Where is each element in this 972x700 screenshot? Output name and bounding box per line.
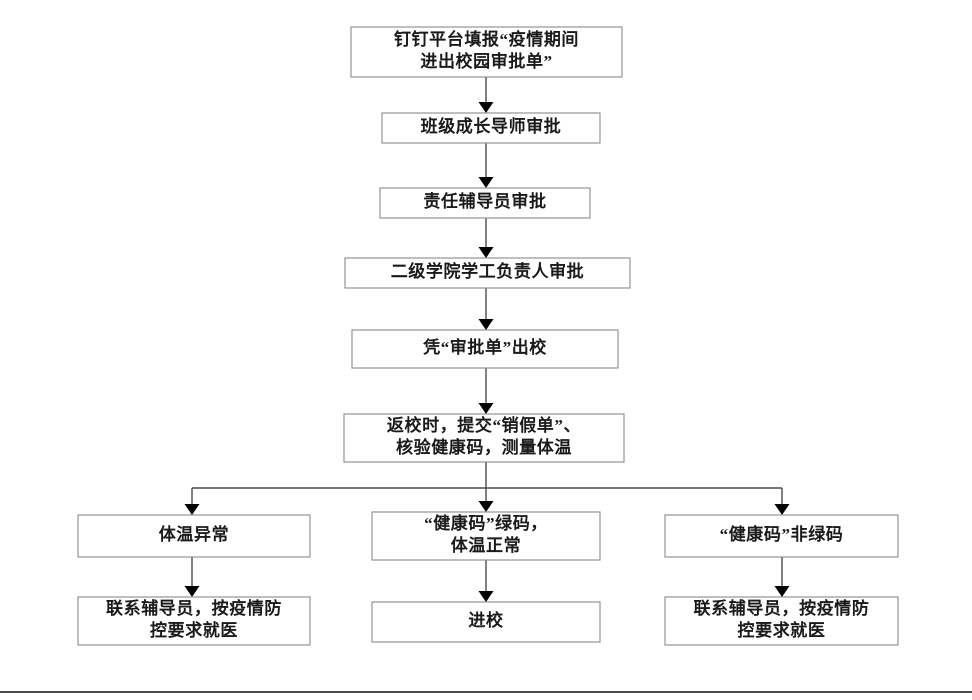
non-green-health-code-label-line-0: “健康码”非绿码 xyxy=(720,524,844,544)
contact-counselor-seek-medical-left-label: 联系辅导员，按疫情防控要求就医 xyxy=(106,598,282,640)
apply-on-dingtalk-box xyxy=(350,26,623,78)
green-health-code-normal-temperature-label: “健康码”绿码，体温正常 xyxy=(424,513,548,555)
apply-on-dingtalk: 钉钉平台填报“疫情期间进出校园审批单” xyxy=(350,26,623,78)
return-to-campus-check-label-line-0: 返校时，提交“销假单”、 xyxy=(387,415,581,435)
secondary-college-student-affairs-approval-label: 二级学院学工负责人审批 xyxy=(391,261,585,281)
return-to-campus-check-label-line-1: 核验健康码，测量体温 xyxy=(396,437,572,457)
leave-campus-with-approval-form: 凭“审批单”出校 xyxy=(351,329,619,369)
nodes-layer: 钉钉平台填报“疫情期间进出校园审批单” 班级成长导师审批责任辅导员审批二级学院学工… xyxy=(77,26,899,646)
connector-college-to-leave-arrowhead-icon xyxy=(478,319,494,330)
apply-on-dingtalk-label-line-1: 进出校园审批单” xyxy=(420,51,552,71)
connector-mentor-to-counselor-arrowhead-icon xyxy=(478,177,494,188)
responsible-counselor-approval-label: 责任辅导员审批 xyxy=(423,191,546,211)
enter-campus-label-line-0: 进校 xyxy=(468,610,504,630)
contact-counselor-seek-medical-left: 联系辅导员，按疫情防控要求就医 xyxy=(77,596,311,646)
contact-counselor-seek-medical-right: 联系辅导员，按疫情防控要求就医 xyxy=(664,596,899,646)
non-green-health-code-label: “健康码”非绿码 xyxy=(720,524,844,544)
enter-campus-label: 进校 xyxy=(468,610,504,630)
class-growth-mentor-approval-label-line-0: 班级成长导师审批 xyxy=(421,116,562,136)
connector-non-green-to-action-arrowhead-icon xyxy=(774,586,790,597)
contact-counselor-seek-medical-left-label-line-1: 控要求就医 xyxy=(150,620,238,640)
connector-green-to-enter-arrowhead-icon xyxy=(478,591,494,602)
abnormal-temperature-box xyxy=(77,514,311,558)
contact-counselor-seek-medical-left-box xyxy=(77,596,311,646)
apply-on-dingtalk-label: 钉钉平台填报“疫情期间进出校园审批单” xyxy=(394,29,579,71)
green-health-code-normal-temperature-label-line-0: “健康码”绿码， xyxy=(424,513,548,533)
green-health-code-normal-temperature: “健康码”绿码，体温正常 xyxy=(371,511,601,561)
green-health-code-normal-temperature-label-line-1: 体温正常 xyxy=(451,535,521,555)
contact-counselor-seek-medical-right-label-line-0: 联系辅导员，按疫情防 xyxy=(694,598,870,618)
connectors-layer xyxy=(184,77,790,602)
leave-campus-with-approval-form-box xyxy=(351,329,619,369)
connector-branch-right-drop-arrowhead-icon xyxy=(774,504,790,515)
abnormal-temperature: 体温异常 xyxy=(77,514,311,558)
green-health-code-normal-temperature-box xyxy=(371,511,601,561)
abnormal-temperature-label-line-0: 体温异常 xyxy=(159,524,229,544)
contact-counselor-seek-medical-left-label-line-0: 联系辅导员，按疫情防 xyxy=(106,598,282,618)
responsible-counselor-approval-box xyxy=(379,187,591,219)
return-to-campus-check-label: 返校时，提交“销假单”、核验健康码，测量体温 xyxy=(387,415,581,457)
responsible-counselor-approval: 责任辅导员审批 xyxy=(379,187,591,219)
contact-counselor-seek-medical-right-label-line-1: 控要求就医 xyxy=(738,620,826,640)
non-green-health-code: “健康码”非绿码 xyxy=(664,514,899,558)
abnormal-temperature-label: 体温异常 xyxy=(159,524,229,544)
apply-on-dingtalk-label-line-0: 钉钉平台填报“疫情期间 xyxy=(394,29,579,49)
connector-branch-left-drop-arrowhead-icon xyxy=(184,504,200,515)
non-green-health-code-box xyxy=(664,514,899,558)
class-growth-mentor-approval-box xyxy=(381,112,601,144)
enter-campus-box xyxy=(371,601,601,643)
connector-apply-to-mentor-arrowhead-icon xyxy=(478,102,494,113)
enter-campus: 进校 xyxy=(371,601,601,643)
leave-campus-with-approval-form-label-line-0: 凭“审批单”出校 xyxy=(422,337,547,357)
return-to-campus-check-box xyxy=(343,413,625,463)
return-to-campus-check: 返校时，提交“销假单”、核验健康码，测量体温 xyxy=(343,413,625,463)
contact-counselor-seek-medical-right-box xyxy=(664,596,899,646)
connector-branch-middle-drop-arrowhead-icon xyxy=(478,501,494,512)
connector-leave-to-return-arrowhead-icon xyxy=(478,403,494,414)
contact-counselor-seek-medical-right-label: 联系辅导员，按疫情防控要求就医 xyxy=(694,598,870,640)
secondary-college-student-affairs-approval-box xyxy=(344,257,631,289)
responsible-counselor-approval-label-line-0: 责任辅导员审批 xyxy=(423,191,546,211)
class-growth-mentor-approval-label: 班级成长导师审批 xyxy=(421,116,562,136)
connector-fever-to-action-arrowhead-icon xyxy=(184,586,200,597)
leave-campus-with-approval-form-label: 凭“审批单”出校 xyxy=(422,337,547,357)
secondary-college-student-affairs-approval: 二级学院学工负责人审批 xyxy=(344,257,631,289)
secondary-college-student-affairs-approval-label-line-0: 二级学院学工负责人审批 xyxy=(391,261,585,281)
connector-counselor-to-college-arrowhead-icon xyxy=(478,247,494,258)
class-growth-mentor-approval: 班级成长导师审批 xyxy=(381,112,601,144)
